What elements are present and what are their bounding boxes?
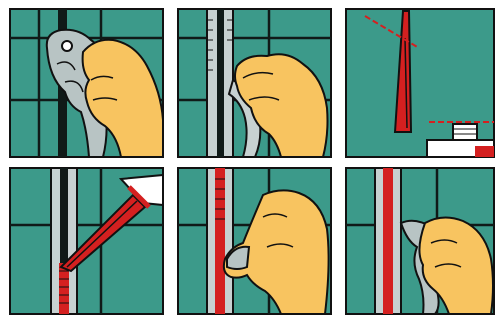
panel-2-press-strip [177,8,332,158]
sealant-bead [215,168,225,314]
panel-1-wipe-cloth [9,8,164,158]
panel-4-apply-bead [9,167,164,315]
sealant-bead [383,168,393,314]
panel-5-smooth-bead [177,167,332,315]
panel-3-cut-nozzle [345,8,495,158]
panel-6-wipe-excess [345,167,495,315]
